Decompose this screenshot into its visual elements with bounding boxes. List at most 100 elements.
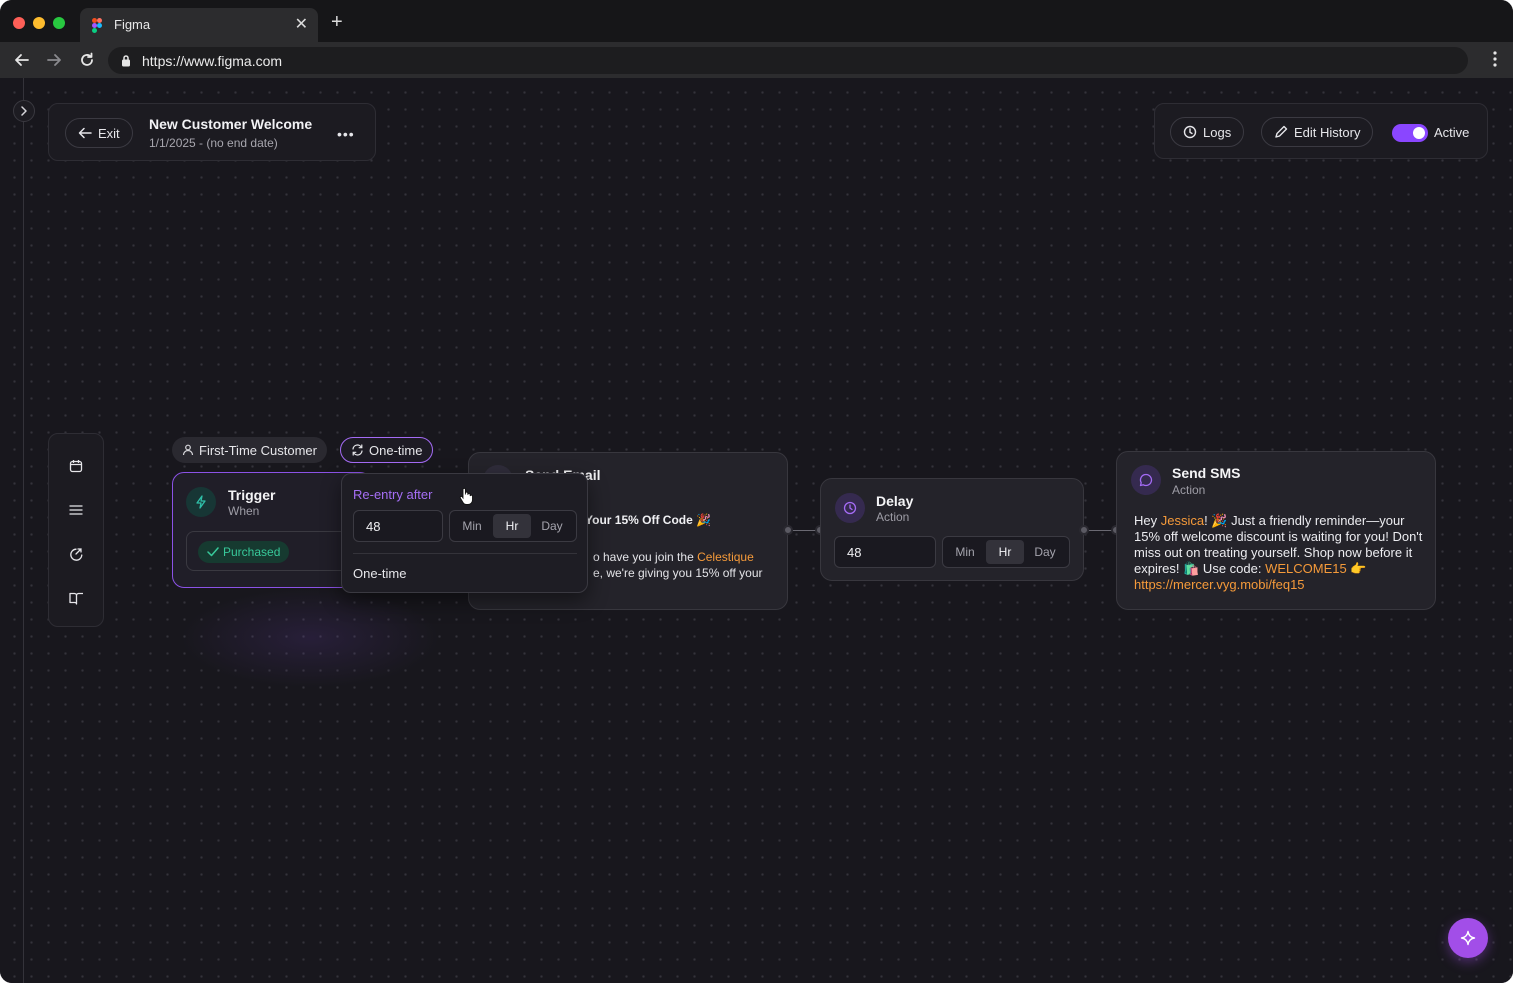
exit-label: Exit bbox=[98, 125, 120, 141]
send-sms-node[interactable]: Send SMS Action Hey Jessica! 🎉 Just a fr… bbox=[1116, 451, 1436, 610]
new-tab-button[interactable]: + bbox=[331, 11, 343, 33]
list-icon[interactable] bbox=[66, 500, 86, 520]
edit-history-label: Edit History bbox=[1294, 124, 1361, 140]
more-options-button[interactable]: ••• bbox=[337, 126, 355, 142]
book-icon[interactable] bbox=[66, 588, 86, 608]
delay-output-port[interactable] bbox=[1079, 525, 1089, 535]
tool-rail bbox=[48, 433, 104, 627]
chat-bubble-icon bbox=[1131, 465, 1161, 495]
tab-title: Figma bbox=[114, 17, 151, 32]
analytics-icon[interactable] bbox=[66, 544, 86, 564]
delay-node[interactable]: Delay Action 48 Min Hr Day bbox=[820, 478, 1084, 581]
sms-title: Send SMS bbox=[1172, 465, 1241, 481]
email-body-post: e, we're giving you 15% off your bbox=[593, 566, 763, 580]
arrow-left-icon bbox=[78, 127, 92, 139]
logs-label: Logs bbox=[1203, 124, 1232, 140]
close-window-button[interactable] bbox=[13, 17, 25, 29]
trigger-glow bbox=[180, 588, 440, 688]
address-bar[interactable]: https://www.figma.com bbox=[108, 47, 1468, 74]
connector-email-delay bbox=[793, 530, 819, 531]
email-body-pre: o have you join the bbox=[593, 550, 698, 564]
user-icon bbox=[182, 444, 194, 456]
email-output-port[interactable] bbox=[783, 525, 793, 535]
delay-unit-selector[interactable]: Min Hr Day bbox=[942, 536, 1070, 568]
workflow-header: Exit New Customer Welcome 1/1/2025 - (no… bbox=[48, 103, 376, 161]
calendar-icon[interactable] bbox=[66, 456, 86, 476]
unit-hr[interactable]: Hr bbox=[986, 540, 1024, 564]
frequency-label: One-time bbox=[369, 442, 423, 458]
one-time-option[interactable]: One-time bbox=[353, 566, 407, 581]
purchased-label: Purchased bbox=[223, 545, 281, 559]
sidebar-divider bbox=[23, 78, 24, 983]
sms-greeting: Hey bbox=[1134, 513, 1161, 528]
arrow-right-icon bbox=[47, 54, 61, 66]
tab-close-button[interactable]: ✕ bbox=[294, 16, 308, 33]
connector-delay-sms bbox=[1089, 530, 1115, 531]
trigger-title: Trigger bbox=[228, 487, 276, 503]
reload-button[interactable] bbox=[76, 49, 98, 71]
sms-link[interactable]: https://mercer.vyg.mobi/feq15 bbox=[1134, 577, 1305, 592]
sms-message: Hey Jessica! 🎉 Just a friendly reminder—… bbox=[1134, 513, 1429, 593]
unit-day[interactable]: Day bbox=[1034, 545, 1056, 559]
workflow-canvas[interactable]: Exit New Customer Welcome 1/1/2025 - (no… bbox=[0, 78, 1513, 983]
delay-subtitle: Action bbox=[876, 510, 910, 524]
audience-label: First-Time Customer bbox=[199, 442, 317, 458]
reentry-popover: Re-entry after 48 Min Hr Day One-time bbox=[341, 473, 588, 593]
sms-code-token: WELCOME15 bbox=[1265, 561, 1347, 576]
delay-value-input[interactable]: 48 bbox=[834, 536, 936, 568]
sms-subtitle: Action bbox=[1172, 483, 1206, 497]
clock-icon bbox=[835, 493, 865, 523]
frequency-chip[interactable]: One-time bbox=[340, 437, 434, 463]
workflow-title: New Customer Welcome bbox=[149, 116, 313, 132]
arrow-left-icon bbox=[15, 54, 29, 66]
browser-menu-icon[interactable] bbox=[1493, 51, 1497, 67]
unit-min[interactable]: Min bbox=[462, 519, 482, 533]
audience-chip[interactable]: First-Time Customer bbox=[172, 437, 327, 463]
exit-button[interactable]: Exit bbox=[65, 118, 133, 148]
trigger-subtitle: When bbox=[228, 504, 260, 518]
tab-bar: Figma ✕ + bbox=[0, 0, 1513, 42]
sms-body-1: ! 🎉 Just a friendly reminder—your 15% of… bbox=[1134, 513, 1423, 576]
purchased-badge: Purchased bbox=[198, 541, 290, 563]
hand-cursor-icon bbox=[459, 487, 473, 505]
maximize-window-button[interactable] bbox=[53, 17, 65, 29]
forward-button[interactable] bbox=[43, 49, 65, 71]
popover-divider bbox=[353, 553, 577, 554]
check-icon bbox=[207, 547, 219, 557]
pencil-icon bbox=[1275, 125, 1288, 138]
active-toggle[interactable] bbox=[1392, 124, 1428, 142]
reload-icon bbox=[81, 52, 93, 66]
repeat-icon bbox=[352, 444, 363, 456]
expand-sidebar-button[interactable] bbox=[13, 100, 35, 122]
trigger-node[interactable]: Trigger When Purchased bbox=[172, 472, 372, 588]
lock-icon bbox=[122, 55, 130, 67]
active-label: Active bbox=[1434, 125, 1470, 140]
delay-title: Delay bbox=[876, 493, 914, 509]
sparkle-icon bbox=[1460, 930, 1476, 946]
email-brand: Celestique bbox=[697, 550, 754, 564]
workflow-dates: 1/1/2025 - (no end date) bbox=[149, 136, 278, 150]
workflow-actions: Logs Edit History Active bbox=[1154, 103, 1488, 159]
sms-name-token: Jessica bbox=[1160, 513, 1205, 528]
unit-min[interactable]: Min bbox=[955, 545, 975, 559]
figma-logo-icon bbox=[92, 18, 102, 33]
reentry-unit-selector[interactable]: Min Hr Day bbox=[449, 510, 577, 542]
reentry-value-input[interactable]: 48 bbox=[353, 510, 443, 542]
toggle-knob bbox=[1413, 127, 1425, 139]
browser-toolbar: https://www.figma.com bbox=[0, 42, 1513, 78]
url-text: https://www.figma.com bbox=[142, 53, 283, 69]
back-button[interactable] bbox=[11, 49, 33, 71]
trigger-condition[interactable]: Purchased bbox=[186, 531, 356, 571]
clock-history-icon bbox=[1183, 125, 1197, 139]
unit-day[interactable]: Day bbox=[541, 519, 563, 533]
email-subject: Your 15% Off Code 🎉 bbox=[585, 513, 712, 527]
minimize-window-button[interactable] bbox=[33, 17, 45, 29]
logs-button[interactable]: Logs bbox=[1170, 117, 1245, 147]
email-body-preview: o have you join the Celestique e, we're g… bbox=[593, 549, 773, 581]
chevron-right-icon bbox=[21, 106, 27, 116]
edit-history-button[interactable]: Edit History bbox=[1261, 117, 1374, 147]
unit-hr[interactable]: Hr bbox=[493, 514, 531, 538]
browser-tab[interactable]: Figma ✕ bbox=[80, 8, 318, 42]
ai-assist-button[interactable] bbox=[1448, 918, 1488, 958]
